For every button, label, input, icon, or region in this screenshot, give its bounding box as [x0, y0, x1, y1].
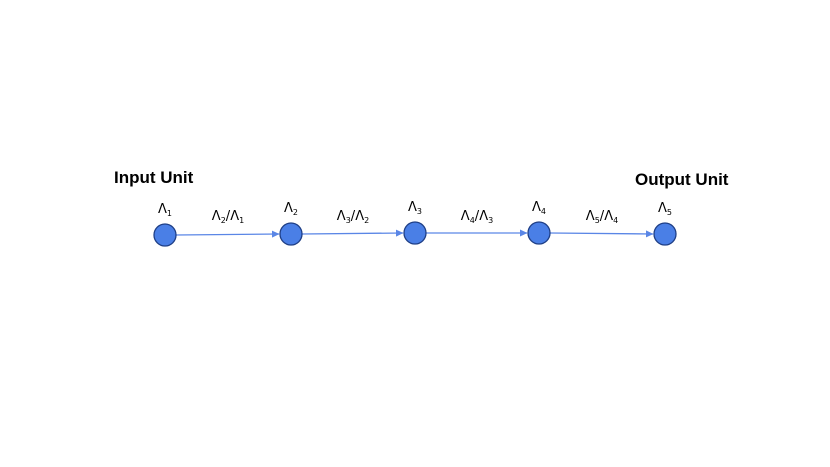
- node-3: [403, 221, 427, 245]
- edge-label-sep: /: [351, 209, 356, 224]
- node-label-sub: 4: [541, 207, 546, 216]
- node-label-symbol: Λ: [284, 201, 293, 216]
- node-1: [153, 223, 177, 247]
- edge-label-4: Λ5/Λ4: [586, 209, 618, 225]
- edge-arrow-4: [549, 230, 654, 238]
- edge-label-den-sub: 3: [488, 216, 493, 225]
- node-label-2: Λ2: [284, 201, 298, 217]
- edge-label-sep: /: [475, 209, 480, 224]
- edge-label-num-sub: 2: [221, 216, 226, 225]
- input-unit-label: Input Unit: [114, 168, 194, 187]
- node-label-symbol: Λ: [408, 200, 417, 215]
- node-label-sub: 5: [667, 208, 672, 217]
- edge-label-num: Λ: [212, 209, 221, 224]
- edge-label-num-sub: 4: [470, 216, 475, 225]
- edges-group: [175, 229, 654, 238]
- node-label-sub: 2: [293, 208, 298, 217]
- edge-label-num: Λ: [337, 209, 346, 224]
- edge-label-sep: /: [600, 209, 605, 224]
- edge-label-den: Λ: [604, 209, 613, 224]
- edge-label-den-sub: 1: [239, 216, 244, 225]
- edge-label-3: Λ4/Λ3: [461, 209, 493, 225]
- node-4: [527, 221, 551, 245]
- edge-label-den: Λ: [479, 209, 488, 224]
- edge-label-sep: /: [226, 209, 231, 224]
- edge-arrow-2: [301, 229, 404, 237]
- edge-label-num: Λ: [586, 209, 595, 224]
- edge-arrow-1: [175, 230, 280, 238]
- node-5: [653, 222, 677, 246]
- edge-label-2: Λ3/Λ2: [337, 209, 369, 225]
- node-label-symbol: Λ: [658, 201, 667, 216]
- edge-label-den: Λ: [230, 209, 239, 224]
- edge-label-den-sub: 4: [613, 216, 618, 225]
- node-label-5: Λ5: [658, 201, 672, 217]
- edge-label-den-sub: 2: [364, 216, 369, 225]
- edge-label-num-sub: 5: [595, 216, 600, 225]
- node-label-sub: 1: [167, 209, 172, 218]
- nodes-group: [153, 221, 677, 247]
- node-2: [279, 222, 303, 246]
- node-label-symbol: Λ: [158, 202, 167, 217]
- output-unit-label: Output Unit: [635, 170, 729, 189]
- node-label-1: Λ1: [158, 202, 172, 218]
- node-label-sub: 3: [417, 207, 422, 216]
- edge-label-num: Λ: [461, 209, 470, 224]
- edge-label-num-sub: 3: [346, 216, 351, 225]
- edge-label-1: Λ2/Λ1: [212, 209, 244, 225]
- node-label-4: Λ4: [532, 200, 546, 216]
- node-label-symbol: Λ: [532, 200, 541, 215]
- edge-label-den: Λ: [355, 209, 364, 224]
- node-label-3: Λ3: [408, 200, 422, 216]
